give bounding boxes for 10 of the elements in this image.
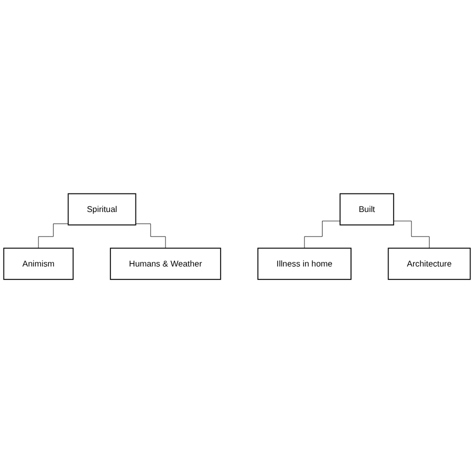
connector [393,221,430,249]
node-box: Built [340,194,394,226]
node-box: Architecture [388,248,471,280]
connector [38,224,68,249]
node-box: Spiritual [68,194,136,226]
connector [136,224,166,249]
node-box: Illness in home [257,248,352,280]
node-box: Animism [3,248,74,280]
connector [304,221,340,249]
node-box: Humans & Weather [110,248,222,280]
